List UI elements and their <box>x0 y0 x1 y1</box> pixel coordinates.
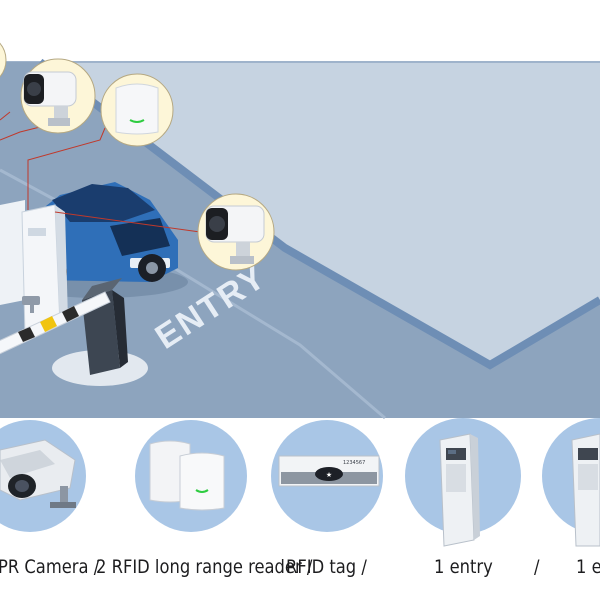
product-exit-terminal <box>542 418 600 547</box>
entry-terminal-icon <box>439 433 480 547</box>
caption-entry-terminal: 1 entry <box>434 556 493 578</box>
rfid-tag-icon: ★ 1234567 <box>278 455 380 487</box>
gate-camera <box>22 296 40 313</box>
caption-separator: / <box>534 556 540 578</box>
lpr-camera-callout-right <box>197 193 275 271</box>
rfid-long-range-reader-icon <box>149 440 225 511</box>
caption-exit-terminal: 1 e <box>576 556 600 578</box>
barrier-gate <box>0 278 148 386</box>
product-entry-terminal <box>405 418 521 547</box>
lpr-camera-icon <box>23 71 77 126</box>
lpr-camera-icon <box>205 205 265 264</box>
caption-rfid-tag: RFID tag / <box>286 556 367 578</box>
caption-lpr-camera: PR Camera / <box>0 556 100 578</box>
exit-terminal-icon <box>571 433 600 547</box>
lpr-camera-callout <box>20 58 96 134</box>
road <box>0 62 600 418</box>
lpr-camera-callout-partial <box>0 42 7 78</box>
caption-rfid-reader: 2 RFID long range reader / <box>96 556 313 578</box>
product-lpr-camera <box>0 420 86 532</box>
lpr-camera-icon <box>0 439 76 508</box>
rfid-tag-number: 1234567 <box>343 460 365 466</box>
rfid-reader-icon <box>115 83 159 135</box>
road-border <box>37 58 600 370</box>
svg-text:★: ★ <box>326 471 332 479</box>
product-icons: ★ 1234567 <box>0 418 600 547</box>
product-rfid-reader <box>135 420 247 532</box>
rfid-reader-callout <box>100 73 174 147</box>
product-rfid-tag: ★ 1234567 <box>271 420 383 532</box>
